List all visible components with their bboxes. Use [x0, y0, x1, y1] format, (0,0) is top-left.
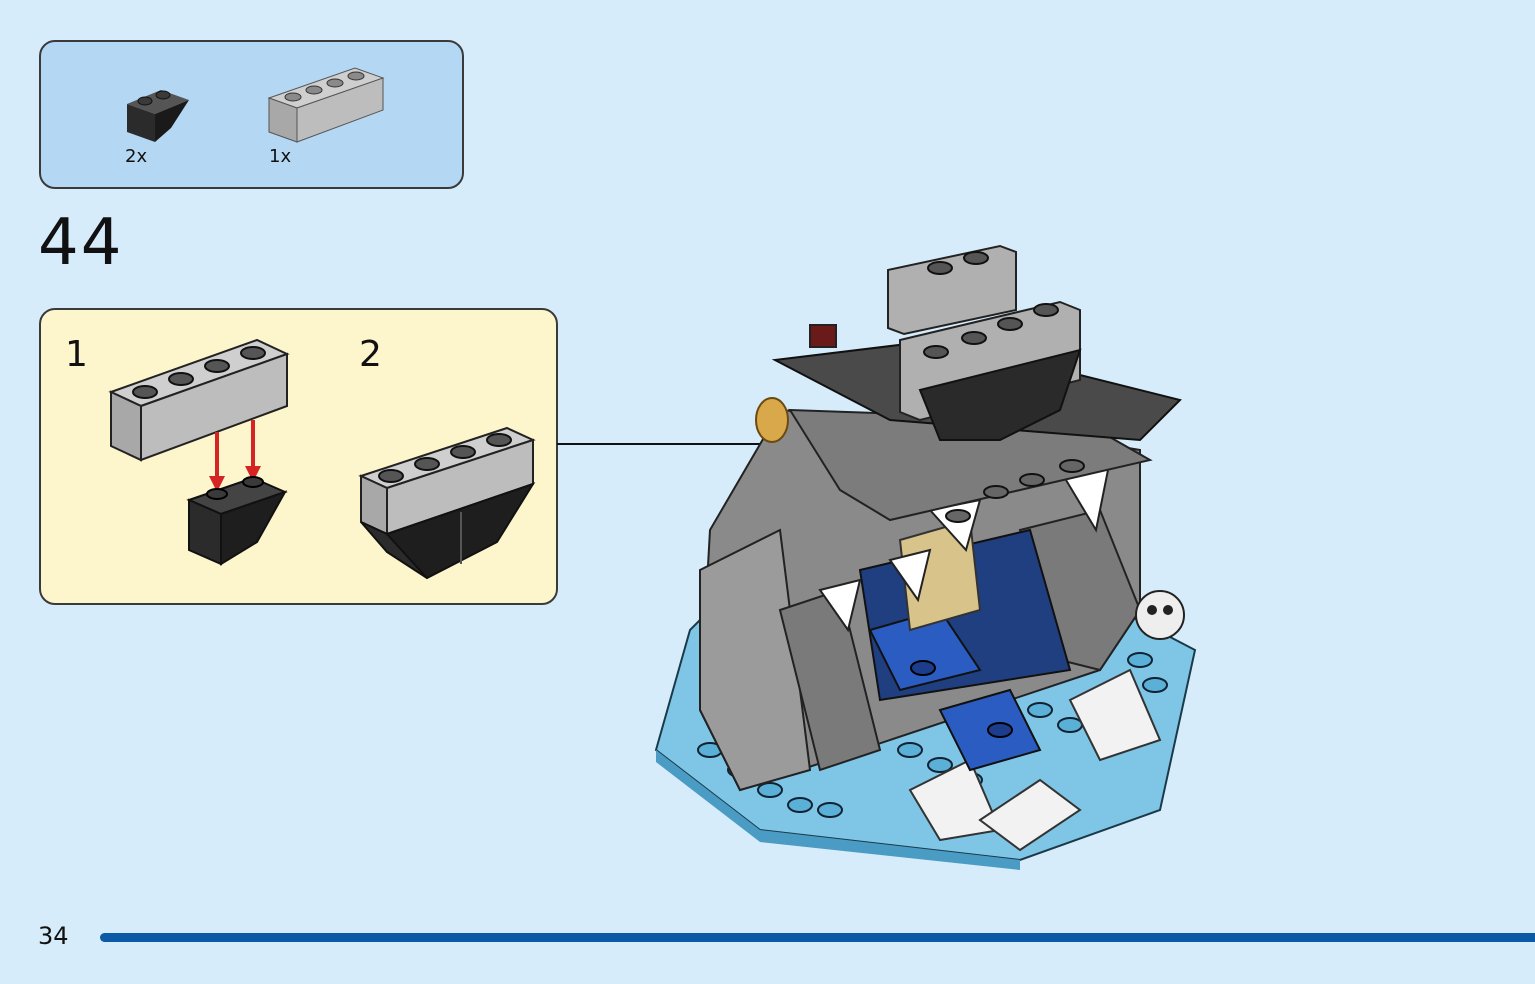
substep-number-1: 1 — [65, 334, 88, 375]
part-qty-2: 1x — [269, 146, 292, 167]
substep-number-2: 2 — [359, 334, 382, 375]
substep-box: 1 2 — [39, 308, 558, 605]
step-number: 44 — [38, 206, 124, 280]
grey-brick-1x4-icon — [267, 64, 387, 146]
substep-1-illustration — [107, 330, 297, 574]
parts-list-box: 2x 1x — [39, 40, 464, 189]
part-qty-1: 2x — [125, 146, 148, 167]
page-number: 34 — [38, 922, 69, 950]
footer-progress-bar — [100, 933, 1535, 942]
black-slope-brick-icon — [123, 84, 193, 144]
substep-2-illustration — [357, 422, 537, 586]
main-model-illustration — [640, 230, 1200, 874]
